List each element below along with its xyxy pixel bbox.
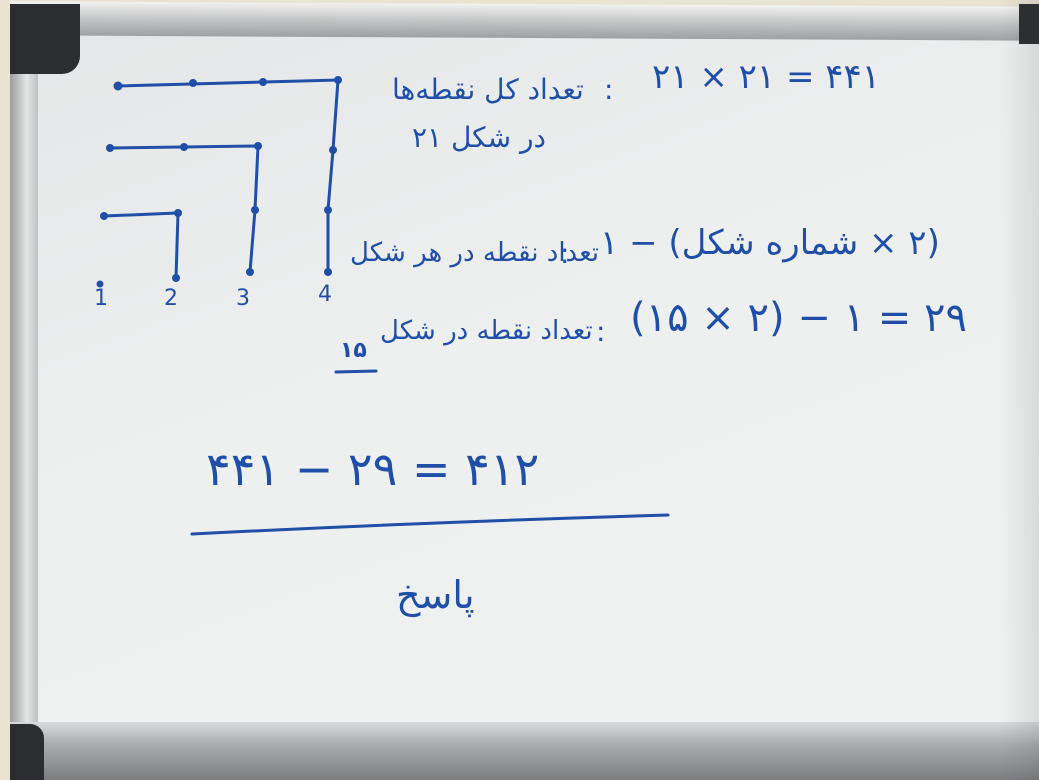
figure-label-2: 2 — [164, 286, 178, 311]
frame-corner — [10, 4, 80, 74]
formula-shape-15: (۱۵ × ۲) − ۱ = ۲۹ — [630, 295, 967, 341]
frame-corner — [10, 724, 44, 780]
colon-2: : — [560, 237, 570, 270]
answer-label: پاسخ — [396, 573, 475, 617]
equation-final: ۴۴۱ − ۲۹ = ۴۱۲ — [206, 442, 540, 496]
label-dots-each-shape: تعداد نقطه در هر شکل — [350, 238, 599, 268]
shape-number-15: ۱۵ — [340, 338, 367, 363]
formula-general: (۲ × شماره شکل) − ۱ — [600, 223, 940, 263]
equation-total: ۲۱ × ۲۱ = ۴۴۱ — [652, 57, 881, 97]
frame-corner — [1019, 4, 1039, 44]
colon-1: : — [604, 73, 614, 106]
label-dots-shape-15: تعداد نقطه در شکل — [380, 316, 593, 346]
shadow — [999, 0, 1039, 780]
label-total-dots: تعداد کل نقطه‌ها — [392, 73, 584, 106]
colon-3: : — [596, 315, 606, 348]
figure-label-4: 4 — [318, 282, 332, 307]
frame-left — [10, 10, 38, 780]
label-in-shape-21: در شکل ۲۱ — [412, 121, 546, 154]
frame-bottom — [10, 722, 1039, 780]
figure-label-3: 3 — [236, 286, 250, 311]
figure-label-1: 1 — [94, 286, 108, 311]
